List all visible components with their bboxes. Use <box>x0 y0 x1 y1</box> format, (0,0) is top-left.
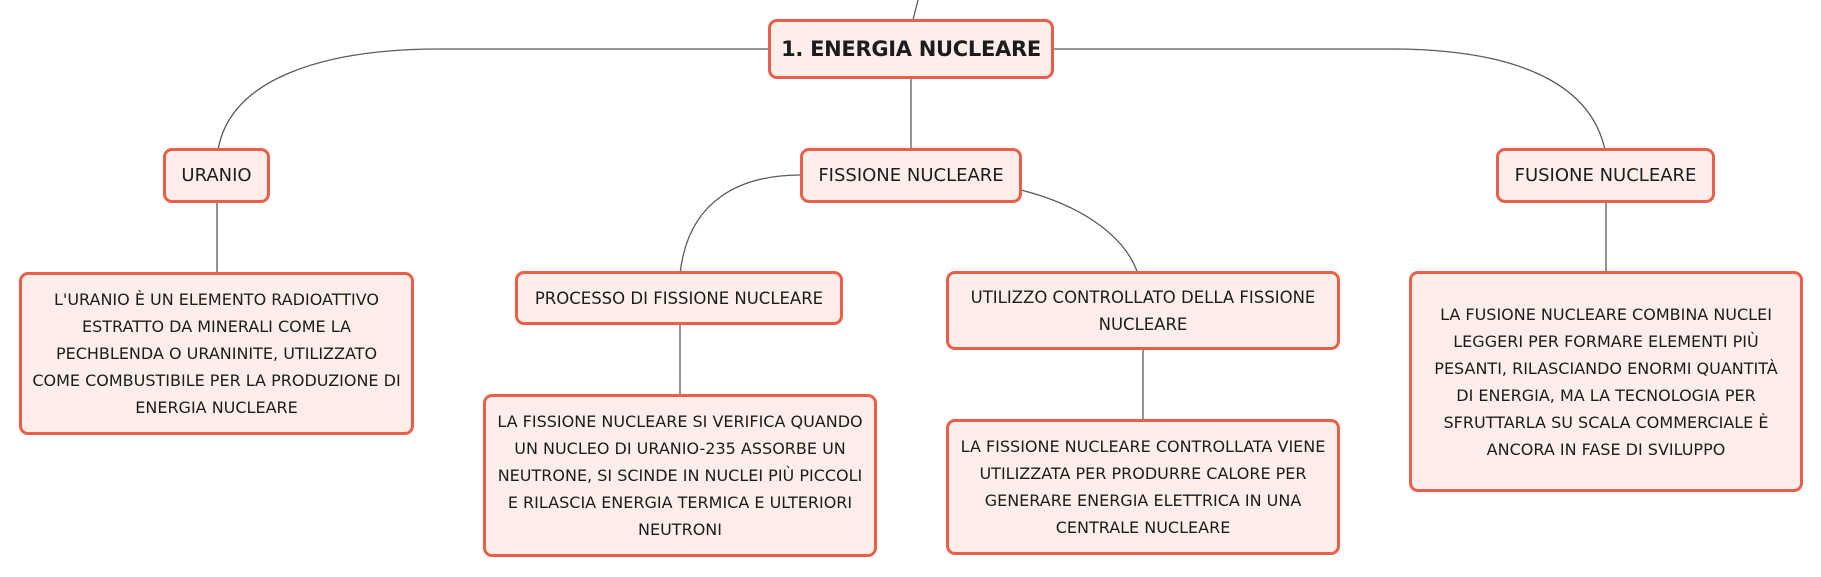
connector-parent-to-root <box>912 0 919 21</box>
node-processo-description-text: LA FISSIONE NUCLEARE SI VERIFICA QUANDO … <box>497 412 863 539</box>
connector-fissione-to-utilizzo <box>1020 189 1139 275</box>
node-processo-fissione-label: PROCESSO DI FISSIONE NUCLEARE <box>534 288 824 308</box>
node-fusione-description[interactable]: LA FUSIONE NUCLEARE COMBINA NUCLEI LEGGE… <box>1409 271 1803 492</box>
node-processo-fissione[interactable]: PROCESSO DI FISSIONE NUCLEARE <box>515 271 843 325</box>
node-energia-nucleare[interactable]: 1. ENERGIA NUCLEARE <box>768 19 1054 79</box>
node-fusione-nucleare-label: FUSIONE NUCLEARE <box>1514 165 1697 186</box>
connector-root-to-uranio <box>217 48 769 151</box>
node-processo-description[interactable]: LA FISSIONE NUCLEARE SI VERIFICA QUANDO … <box>483 394 877 557</box>
node-utilizzo-controllato-label: UTILIZZO CONTROLLATO DELLA FISSIONE NUCL… <box>970 287 1316 334</box>
node-uranio-description-text: L'URANIO È UN ELEMENTO RADIOATTIVO ESTRA… <box>32 290 401 417</box>
node-utilizzo-description-text: LA FISSIONE NUCLEARE CONTROLLATA VIENE U… <box>960 437 1326 537</box>
node-fissione-nucleare-label: FISSIONE NUCLEARE <box>818 165 1004 186</box>
node-uranio-description[interactable]: L'URANIO È UN ELEMENTO RADIOATTIVO ESTRA… <box>19 272 414 435</box>
node-uranio-label: URANIO <box>181 165 252 186</box>
node-energia-nucleare-label: 1. ENERGIA NUCLEARE <box>781 37 1041 61</box>
connector-fissione-to-processo <box>679 174 802 275</box>
node-uranio[interactable]: URANIO <box>163 148 270 203</box>
node-utilizzo-controllato[interactable]: UTILIZZO CONTROLLATO DELLA FISSIONE NUCL… <box>946 271 1340 350</box>
node-fusione-nucleare[interactable]: FUSIONE NUCLEARE <box>1496 148 1715 203</box>
node-fusione-description-text: LA FUSIONE NUCLEARE COMBINA NUCLEI LEGGE… <box>1434 304 1778 459</box>
connector-root-to-fusione <box>1053 48 1606 151</box>
node-utilizzo-description[interactable]: LA FISSIONE NUCLEARE CONTROLLATA VIENE U… <box>946 419 1340 555</box>
node-fissione-nucleare[interactable]: FISSIONE NUCLEARE <box>800 148 1022 203</box>
